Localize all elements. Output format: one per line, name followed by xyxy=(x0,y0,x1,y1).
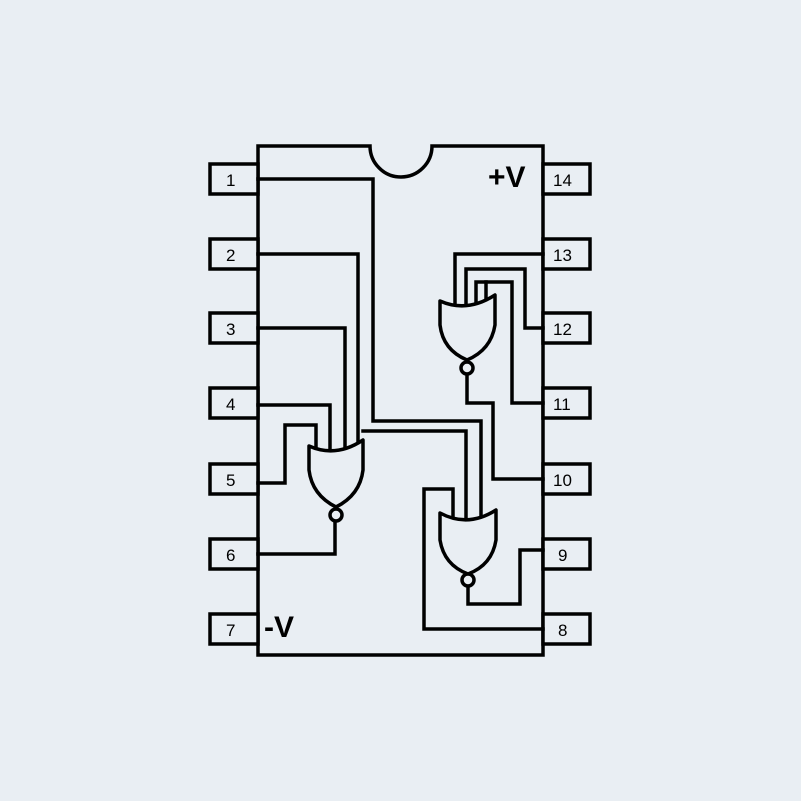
nor-gate-a-bubble xyxy=(328,507,344,523)
wire-pin4 xyxy=(256,403,332,452)
pin-label-1: 1 xyxy=(226,171,235,190)
nor-gate-a-body xyxy=(307,438,365,509)
pin-box-10 xyxy=(541,462,592,496)
wire-pin9 xyxy=(466,548,545,606)
pin-label-5: 5 xyxy=(226,471,235,490)
pin-label-14: 14 xyxy=(553,171,572,190)
wire-pin12 xyxy=(464,267,545,330)
wire-pin6 xyxy=(256,519,337,556)
pin-box-7 xyxy=(208,612,260,646)
right-pin-labels: 14 13 12 11 10 9 8 xyxy=(553,171,572,640)
nor-gate-c-bubble xyxy=(459,360,475,376)
nor-gate-c-body xyxy=(438,293,497,362)
pin-box-1 xyxy=(208,162,260,196)
wire-pin13 xyxy=(453,252,545,307)
left-pins xyxy=(208,162,260,646)
wire-pin8 xyxy=(422,487,545,631)
pin-label-11: 11 xyxy=(553,395,571,414)
pin-label-12: 12 xyxy=(553,320,572,339)
nor-gate-b xyxy=(438,508,498,588)
pin-label-8: 8 xyxy=(558,621,567,640)
wire-pin1 xyxy=(256,177,483,520)
pin-box-3 xyxy=(208,311,260,345)
wires xyxy=(256,177,545,631)
nor-gate-b-bubble xyxy=(460,572,476,588)
pin-label-7: 7 xyxy=(226,621,235,640)
nor-gate-a xyxy=(307,438,365,523)
nor-gate-c xyxy=(438,293,497,376)
pin-label-3: 3 xyxy=(226,320,235,339)
wire-pin11 xyxy=(474,280,545,405)
wire-pin10 xyxy=(465,372,545,481)
pin-label-13: 13 xyxy=(553,246,572,265)
chip-body xyxy=(256,144,545,657)
supply-negative-label: -V xyxy=(264,611,294,644)
pin-label-9: 9 xyxy=(558,546,567,565)
pin-box-2 xyxy=(208,237,260,271)
pin-box-4 xyxy=(208,386,260,420)
pin-box-5 xyxy=(208,462,260,496)
pin-label-6: 6 xyxy=(226,546,235,565)
wire-pin2 xyxy=(256,252,360,446)
wire-pin5 xyxy=(256,423,318,485)
pin-box-9 xyxy=(541,537,592,571)
pin-label-10: 10 xyxy=(553,471,572,490)
supply-positive-label: +V xyxy=(488,161,526,194)
pin-box-11 xyxy=(541,386,592,420)
wire-pin3 xyxy=(256,326,347,452)
pin-label-4: 4 xyxy=(226,395,235,414)
pin-label-2: 2 xyxy=(226,246,235,265)
wire-pin1-branch xyxy=(361,429,468,520)
left-pin-labels: 1 2 3 4 5 6 7 xyxy=(226,171,235,640)
pin-box-14 xyxy=(541,162,592,196)
nor-gate-b-body xyxy=(438,508,498,576)
